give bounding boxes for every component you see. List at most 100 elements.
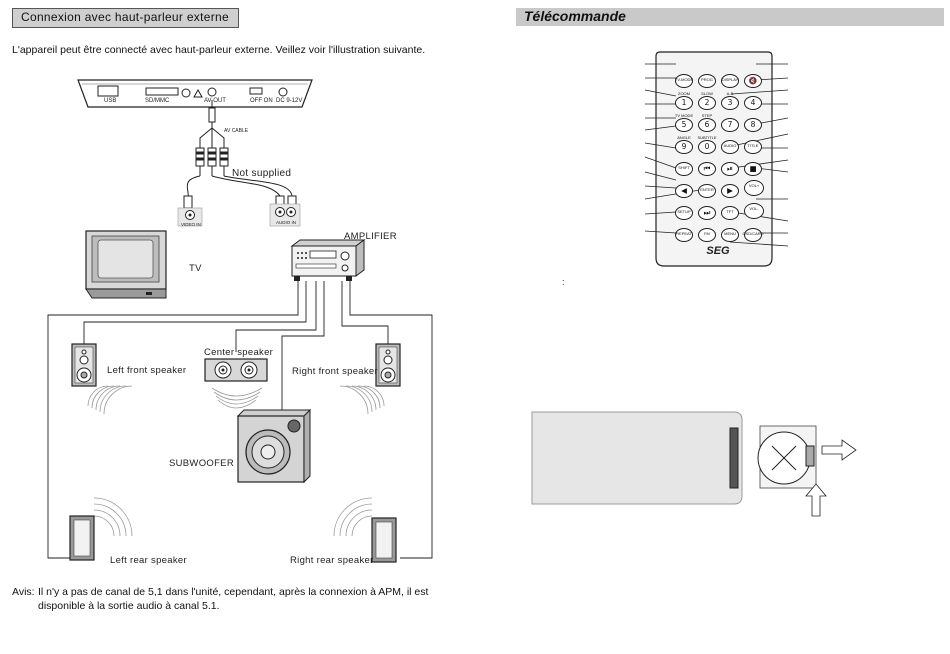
remote-button-small-label: REPEAT [676,231,692,236]
remote-button-small-label: DISPLAY [721,77,739,82]
center-speaker [204,358,268,409]
note-line-2: disponible à la sortie audio à canal 5.1… [38,600,220,612]
video-in-label: VIDEO IN [181,222,201,227]
av-cable [183,100,297,209]
port-usb-label: USB [104,98,117,104]
battery-diagram [531,411,857,517]
remote-button-prog: PROG [698,74,716,88]
remote-button-small-label: TFT [726,209,734,214]
remote-button-main-label: 0 [704,142,710,151]
remote-button-b2: 2 SLOW [698,91,716,110]
remote-button-main-label: 7 [727,120,733,129]
remote-button-right: ▶ [721,184,739,198]
audio-in-jack [269,203,301,227]
remote-button-main-label: 8 [750,120,756,129]
left-rear-speaker [69,497,133,561]
remote-button-shift: SHIFT [675,162,693,176]
speaker-wires [47,281,433,559]
remote-button-tvmode: TV-MODE [675,74,693,88]
video-in-jack [177,207,203,227]
remote-button-b1: 1 ZOOM [675,91,693,110]
remote-button-main-label: ⏯ [727,164,733,173]
subwoofer-label: SUBWOOFER [169,458,234,469]
remote-button-title: TITLE [744,140,762,154]
remote-button-small-label: TV MODE [674,113,694,118]
remote-button-small-label: MENU [724,231,736,236]
remote-button-main-label: 2 [704,98,710,107]
remote-button-main-label: ▶ [727,186,733,195]
remote-button-stop: ■ [744,162,762,176]
left-page-header-text: Connexion avec haut-parleur externe [21,10,229,24]
remote-button-mute: 🔇 [744,74,762,88]
remote-button-b5: 5 TV MODE [675,113,693,132]
remote-button-small-label: ENTER [700,187,714,192]
remote-button-play: ⏯ [721,162,739,176]
remote-button-small-label: FM [704,231,710,236]
right-rear-speaker [333,497,397,563]
remote-button-main-label: 5 [681,120,687,129]
dvd-device [77,79,313,108]
right-front-speaker-label: Right front speaker [292,366,378,377]
remote-button-audio: AUDIO [721,140,739,154]
remote-button-small-label: VOL+ [748,183,760,188]
port-dc-label: DC 9-12V [276,98,303,104]
remote-button-small-label: VOL- [749,206,759,211]
remote-button-main-label: 9 [681,142,687,151]
remote-button-small-label: ZOOM [678,91,690,96]
subwoofer [236,408,312,484]
remote-button-small-label: PROG [701,77,713,82]
remote-button-display: DISPLAY [721,74,739,88]
remote-button-small-label: SHIFT [678,165,690,170]
port-power-label: OFF ON [250,98,273,104]
remote-button-small-label: STEP [701,113,713,118]
remote-button-main-label: 6 [704,120,710,129]
remote-button-main-label: ⏮ [703,164,711,173]
remote-button-prev: ⏮ [698,162,716,176]
remote-button-setup: SETUP [675,206,693,220]
port-sd-label: SD/MMC [145,98,170,104]
remote-button-main-label: ◀ [681,186,687,195]
remote-button-small-label: AUDIO [723,143,737,148]
remote-button-menu: MENU [721,228,739,242]
port-avout-label: AV OUT [204,98,226,104]
remote-button-small-label: SUBTITLE [697,135,717,140]
remote-button-small-label: SETUP [677,209,691,214]
note-line-1: Il n'y a pas de canal de 5,1 dans l'unit… [38,586,429,598]
left-front-speaker-label: Left front speaker [107,365,187,376]
left-front-speaker [71,343,133,415]
remote-button-tft: TFT [721,206,739,220]
intro-text: L'appareil peut être connecté avec haut-… [12,44,426,56]
tv-set [85,230,167,299]
remote-button-small-label: A-B [726,91,734,96]
remote-button-small-label: SLOW [701,91,713,96]
remote-button-small-label: TITLE [747,143,759,148]
remote-button-b8: 8 [744,118,762,132]
remote-button-b0: 0 SUBTITLE [697,135,717,154]
remote-brand-logo: SEG [706,245,730,257]
center-speaker-label: Center speaker [204,347,274,358]
remote-button-b7: 7 [721,118,739,132]
remote-button-main-label: 4 [750,98,756,107]
remote-button-osd: OSD/CARD [742,228,764,242]
amplifier-label: AMPLIFIER [344,231,397,242]
remote-button-b6: 6 STEP [698,113,716,132]
remote-button-main-label: ■ [749,164,757,173]
remote-button-main-label: 1 [681,98,687,107]
mute-icon: 🔇 [748,77,758,85]
remote-button-fm: FM [698,228,716,242]
right-front-speaker [339,343,401,415]
remote-button-small-label: TV-MODE [674,77,694,82]
remote-button-small-label: OSD/CARD [742,231,764,236]
note-label: Avis: [12,586,35,598]
left-rear-speaker-label: Left rear speaker [110,555,187,566]
remote-button-repeat: REPEAT [675,228,693,242]
remote-button-voldown: VOL- [744,203,764,219]
remote-button-enter: ENTER [698,184,716,198]
remote-button-main-label: ⏭ [703,208,711,217]
remote-button-small-label: ANGLE [677,135,691,140]
audio-in-label: AUDIO IN [276,220,297,225]
tv-label: TV [189,263,202,274]
av-cable-label: AV CABLE [224,128,249,134]
remote-button-next: ⏭ [698,206,716,220]
